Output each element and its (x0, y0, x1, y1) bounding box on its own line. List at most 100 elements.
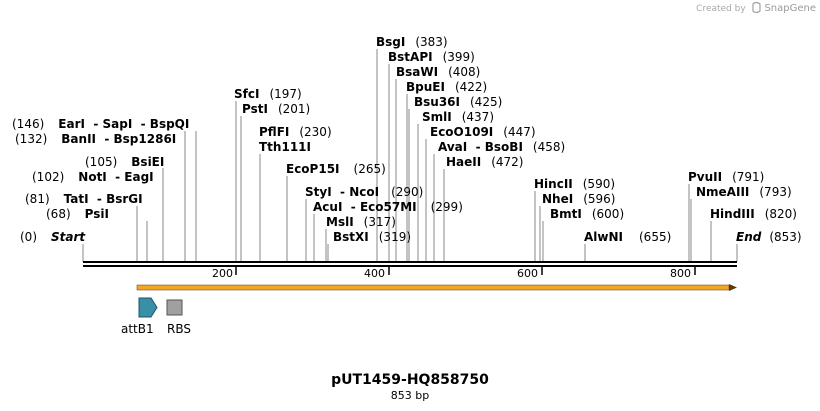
start-text: Start (51, 230, 86, 244)
enzyme-name: PstI (242, 102, 268, 116)
rbs-feature-shape[interactable] (166, 299, 183, 316)
enzyme-name: PvuII (688, 170, 723, 184)
site-label-sfcI[interactable]: SfcI(197) (234, 87, 302, 101)
enzyme-name: AlwNI (584, 230, 623, 244)
site-label-pflFI[interactable]: PflFI (230) (259, 125, 332, 139)
enzyme-name: Tth111I (259, 140, 311, 154)
site-position: (146) (12, 117, 45, 131)
site-label-nheI[interactable]: NheI (596) (542, 192, 615, 206)
dna-backbone (83, 261, 737, 275)
site-label-mslI[interactable]: MslI(317) (326, 215, 396, 229)
site-position: (197) (269, 87, 302, 101)
site-position: (105) (85, 155, 118, 169)
site-label-nmeAIII[interactable]: NmeAIII (793) (696, 185, 792, 199)
ruler-label-800: 800 (670, 267, 691, 280)
site-label-bmtI[interactable]: BmtI(600) (550, 207, 624, 221)
enzyme-name: EarI (58, 117, 85, 131)
site-label-pvuII[interactable]: PvuII (791) (688, 170, 764, 184)
feature-label-attb1[interactable]: attB1 (121, 322, 154, 336)
site-position: (425) (470, 95, 503, 109)
start-position: (0) (20, 230, 37, 244)
site-position: (472) (491, 155, 524, 169)
site-position: (399) (442, 50, 475, 64)
enzyme-name: NotI (78, 170, 107, 184)
enzyme-name: HindIII (710, 207, 755, 221)
end-position: (853) (769, 230, 802, 244)
enzyme-name: MslI (326, 215, 354, 229)
site-label-earI-sapI-bspQI[interactable]: (146)EarI - SapI - BspQI (12, 117, 190, 131)
site-label-banII-bsp1286I[interactable]: (132)BanII - Bsp1286I (15, 132, 177, 146)
orf-arrow-body[interactable] (136, 284, 730, 291)
site-label-hindIII[interactable]: HindIII (820) (710, 207, 797, 221)
site-position: (458) (532, 140, 566, 154)
enzyme-name: BstXI (333, 230, 369, 244)
site-label-bsgI[interactable]: BsgI(383) (376, 35, 448, 49)
site-label-bpuEI[interactable]: BpuEI(422) (406, 80, 487, 94)
site-position: (820) (764, 207, 797, 221)
site-position: (447) (503, 125, 536, 139)
site-label-haeII[interactable]: HaeII(472) (446, 155, 524, 169)
snapgene-logo-icon (751, 2, 761, 13)
credit-prefix: Created by (696, 4, 746, 14)
enzyme-name: HincII (534, 177, 573, 191)
site-label-alwNI[interactable]: AlwNI (655) (584, 230, 671, 244)
site-label-styI-ncoI[interactable]: StyI - NcoI(290) (305, 185, 424, 199)
enzyme-name: EcoO109I (430, 125, 494, 139)
site-label-notI-eagI[interactable]: (102)NotI - EagI (32, 170, 154, 184)
orf-arrow[interactable] (136, 284, 737, 291)
enzyme-name: Bsu36I (414, 95, 460, 109)
enzyme-name: EagI (124, 170, 154, 184)
enzyme-name: EcoP15I (286, 162, 340, 176)
site-label-acuI-eco57MI[interactable]: AcuI - Eco57MI(299) (313, 200, 463, 214)
site-label-ecoO109I[interactable]: EcoO109I (447) (430, 125, 536, 139)
enzyme-name: PflFI (259, 125, 290, 139)
site-position: (132) (15, 132, 48, 146)
enzyme-name: NcoI (349, 185, 380, 199)
enzyme-name: NheI (542, 192, 574, 206)
site-position: (230) (299, 125, 332, 139)
orf-arrow-head[interactable] (729, 284, 737, 291)
site-position: (793) (759, 185, 792, 199)
enzyme-name: BsoBI (484, 140, 523, 154)
site-label-tatI-bsrGI[interactable]: (81)TatI - BsrGI (25, 192, 143, 206)
map-end-label: End (853) (736, 230, 802, 244)
enzyme-name: Bsp1286I (113, 132, 177, 146)
enzyme-name: BsaWI (396, 65, 439, 79)
enzyme-name: NmeAIII (696, 185, 750, 199)
site-label-smlI[interactable]: SmlI (437) (422, 110, 494, 124)
site-label-bsu36I[interactable]: Bsu36I (425) (414, 95, 502, 109)
attb1-feature-shape[interactable] (138, 297, 158, 318)
site-label-bstAPI[interactable]: BstAPI (399) (388, 50, 475, 64)
enzyme-name: SapI (102, 117, 133, 131)
site-position: (422) (454, 80, 488, 94)
site-label-bstXI[interactable]: BstXI (319) (333, 230, 411, 244)
site-position: (81) (25, 192, 50, 206)
enzyme-name: BanII (61, 132, 96, 146)
site-label-bsiEI[interactable]: (105)BsiEI (85, 155, 164, 169)
site-position: (600) (591, 207, 625, 221)
site-position: (655) (639, 230, 672, 244)
enzyme-name: BstAPI (388, 50, 433, 64)
feature-label-rbs[interactable]: RBS (167, 322, 191, 336)
site-position: (265) (353, 162, 386, 176)
site-label-hincII[interactable]: HincII(590) (534, 177, 615, 191)
site-label-pstI[interactable]: PstI (201) (242, 102, 310, 116)
site-position: (299) (430, 200, 463, 214)
site-label-ecoP15I[interactable]: EcoP15I (265) (286, 162, 386, 176)
site-position: (201) (277, 102, 311, 116)
site-position: (68) (46, 207, 71, 221)
enzyme-name: SmlI (422, 110, 452, 124)
site-position: (319) (378, 230, 412, 244)
site-label-avaI-bsoBI[interactable]: AvaI - BsoBI(458) (438, 140, 566, 154)
site-position: (383) (415, 35, 448, 49)
site-label-bsaWI[interactable]: BsaWI (408) (396, 65, 480, 79)
site-position: (437) (461, 110, 495, 124)
end-text: End (736, 230, 762, 244)
enzyme-name: AvaI (438, 140, 468, 154)
site-position: (596) (583, 192, 616, 206)
site-position: (791) (732, 170, 765, 184)
site-label-psiI[interactable]: (68)PsiI (46, 207, 109, 221)
site-position: (408) (448, 65, 481, 79)
site-label-tth111I[interactable]: Tth111I (259, 140, 311, 154)
